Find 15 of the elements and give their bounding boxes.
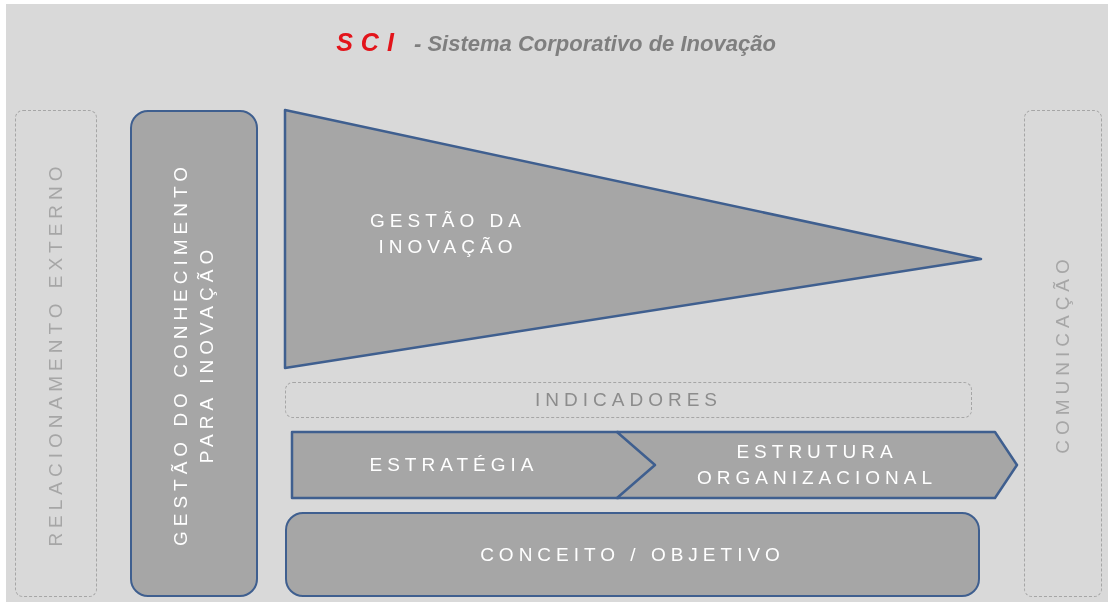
dashed-panel xyxy=(15,110,97,597)
node-label: GESTÃO DA INOVAÇÃO xyxy=(369,209,527,259)
node-label: GESTÃO DO CONHECIMENTO PARA INOVAÇÃO xyxy=(169,160,218,548)
chevron-panel xyxy=(617,432,1017,498)
rounded-box xyxy=(285,512,980,597)
dashed-panel xyxy=(285,382,972,418)
node-label: INDICADORES xyxy=(534,388,723,413)
rounded-box xyxy=(130,110,258,597)
chevron-panel xyxy=(292,432,656,498)
title: SCI - Sistema Corporativo de Inovação xyxy=(335,28,777,57)
node-label: CONCEITO / OBJETIVO xyxy=(479,542,786,567)
triangle xyxy=(285,110,981,368)
node-label: ESTRUTURA ORGANIZACIONAL xyxy=(696,440,938,490)
node-label: ESTRATÉGIA xyxy=(368,453,540,478)
dashed-panel xyxy=(1024,110,1102,597)
